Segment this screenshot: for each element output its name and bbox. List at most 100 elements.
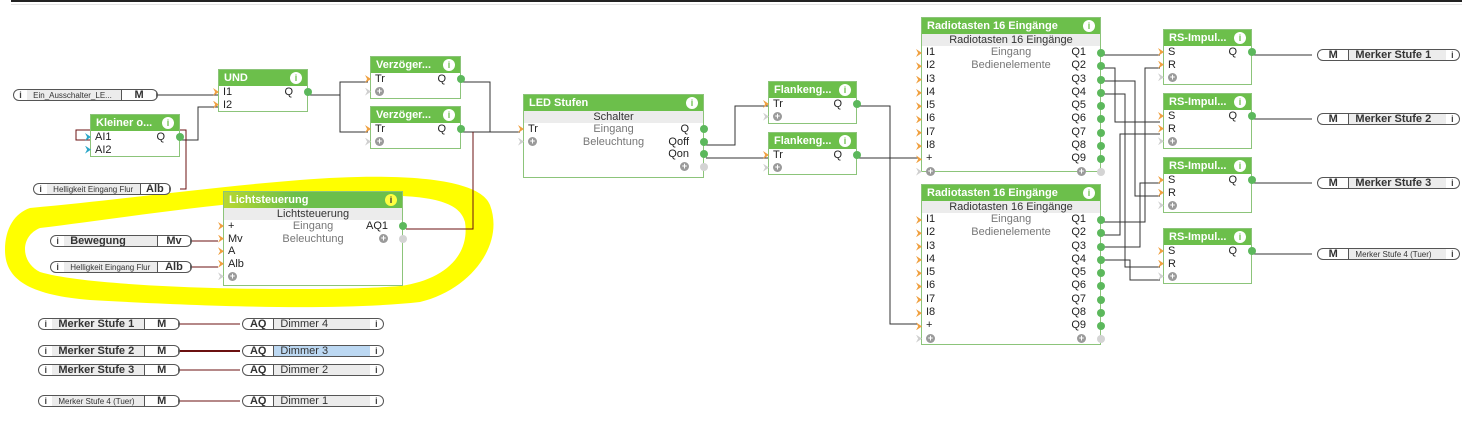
info-icon[interactable]: i bbox=[1451, 249, 1454, 259]
output-pin[interactable] bbox=[1248, 48, 1256, 56]
block-title[interactable]: RS-Impul...i bbox=[1164, 229, 1251, 245]
info-icon[interactable]: i bbox=[39, 184, 42, 194]
output-pin[interactable] bbox=[1097, 102, 1105, 111]
output-pin[interactable] bbox=[1097, 128, 1105, 137]
add-port-icon[interactable]: + bbox=[1077, 166, 1086, 177]
info-icon[interactable]: i bbox=[1234, 32, 1246, 44]
output-pin[interactable] bbox=[1248, 176, 1256, 184]
input-pin[interactable] bbox=[916, 102, 922, 111]
input-ein-ausschalter[interactable]: i Ein_Ausschalter_LE... M bbox=[13, 89, 158, 101]
block-title[interactable]: RS-Impul...i bbox=[1164, 30, 1251, 46]
info-icon[interactable]: i bbox=[1234, 96, 1246, 108]
input-pin[interactable] bbox=[916, 216, 922, 224]
input-pin[interactable] bbox=[916, 295, 922, 304]
input-pin[interactable] bbox=[916, 142, 922, 151]
output-pin[interactable] bbox=[457, 75, 465, 83]
output-dimmer-2[interactable]: AQ Dimmer 2 i bbox=[242, 364, 384, 376]
input-bewegung[interactable]: i Bewegung Mv bbox=[50, 235, 192, 247]
block-title[interactable]: RS-Impul...i bbox=[1164, 158, 1251, 174]
output-pin[interactable] bbox=[176, 133, 184, 141]
info-icon[interactable]: i bbox=[1234, 160, 1246, 172]
info-icon[interactable]: i bbox=[1083, 20, 1095, 32]
input-helligkeit-2[interactable]: i Helligkeit Eingang Flur Alb bbox=[50, 261, 192, 273]
input-pin[interactable] bbox=[1158, 176, 1164, 184]
block-title[interactable]: Kleiner o...i bbox=[91, 115, 179, 131]
input-merker-stufe-1[interactable]: i Merker Stufe 1 M bbox=[38, 318, 180, 330]
add-port-icon[interactable]: + bbox=[680, 161, 689, 172]
add-port-icon[interactable]: + bbox=[379, 233, 388, 244]
input-pin[interactable] bbox=[213, 100, 219, 109]
info-icon[interactable]: i bbox=[44, 396, 47, 406]
input-pin[interactable] bbox=[1158, 247, 1164, 255]
info-icon[interactable]: i bbox=[44, 319, 47, 329]
add-input-pin[interactable] bbox=[518, 137, 524, 146]
info-icon[interactable]: i bbox=[375, 365, 378, 375]
add-port-icon[interactable]: + bbox=[1168, 199, 1177, 210]
add-input-pin[interactable] bbox=[365, 87, 371, 96]
add-port-icon[interactable]: + bbox=[528, 136, 537, 147]
output-pin[interactable] bbox=[1097, 155, 1105, 164]
input-pin[interactable] bbox=[1158, 188, 1164, 197]
output-pin[interactable] bbox=[1097, 295, 1105, 304]
output-pin[interactable] bbox=[1097, 229, 1105, 238]
output-dimmer-1[interactable]: AQ Dimmer 1 i bbox=[242, 395, 384, 407]
info-icon[interactable]: i bbox=[839, 84, 851, 96]
output-pin[interactable] bbox=[700, 137, 708, 146]
output-pin[interactable] bbox=[1097, 322, 1105, 331]
output-pin[interactable] bbox=[457, 125, 465, 133]
info-icon[interactable]: i bbox=[375, 319, 378, 329]
input-pin[interactable] bbox=[916, 62, 922, 71]
input-pin[interactable] bbox=[916, 115, 922, 124]
add-input-pin[interactable] bbox=[218, 272, 224, 281]
add-port-icon[interactable]: + bbox=[375, 136, 384, 147]
add-input-pin[interactable] bbox=[1158, 272, 1164, 281]
input-pin[interactable] bbox=[518, 125, 524, 133]
analog-input-pin[interactable] bbox=[85, 133, 91, 141]
input-pin[interactable] bbox=[916, 255, 922, 264]
input-pin[interactable] bbox=[1158, 112, 1164, 120]
add-port-icon[interactable]: + bbox=[926, 166, 935, 177]
output-pin[interactable] bbox=[1097, 88, 1105, 97]
add-port-icon[interactable]: + bbox=[773, 111, 782, 122]
add-output-pin[interactable] bbox=[1097, 167, 1105, 176]
add-output-pin[interactable] bbox=[1097, 334, 1105, 343]
add-output-pin[interactable] bbox=[399, 234, 407, 243]
output-pin[interactable] bbox=[1097, 142, 1105, 151]
info-icon[interactable]: i bbox=[290, 72, 302, 84]
input-merker-stufe-3[interactable]: i Merker Stufe 3 M bbox=[38, 364, 180, 376]
input-pin[interactable] bbox=[916, 128, 922, 137]
add-input-pin[interactable] bbox=[365, 137, 371, 146]
info-icon[interactable]: i bbox=[1083, 187, 1095, 199]
info-icon[interactable]: i bbox=[443, 59, 455, 71]
output-pin[interactable] bbox=[1097, 49, 1105, 57]
block-title[interactable]: Flankeng...i bbox=[769, 82, 856, 98]
add-port-icon[interactable]: + bbox=[926, 333, 935, 344]
input-pin[interactable] bbox=[916, 282, 922, 291]
add-port-icon[interactable]: + bbox=[375, 86, 384, 97]
info-icon[interactable]: i bbox=[1451, 178, 1454, 188]
input-pin[interactable] bbox=[916, 49, 922, 57]
info-icon[interactable]: i bbox=[375, 396, 378, 406]
input-helligkeit-1[interactable]: i Helligkeit Eingang Flur Alb bbox=[33, 183, 171, 195]
input-pin[interactable] bbox=[1158, 259, 1164, 268]
output-pin[interactable] bbox=[853, 151, 861, 159]
output-pin[interactable] bbox=[1097, 115, 1105, 124]
output-pin[interactable] bbox=[1097, 309, 1105, 318]
add-output-pin[interactable] bbox=[700, 162, 708, 171]
info-icon[interactable]: i bbox=[839, 135, 851, 147]
output-dimmer-4[interactable]: AQ Dimmer 4 i bbox=[242, 318, 384, 330]
input-pin[interactable] bbox=[916, 75, 922, 84]
input-pin[interactable] bbox=[218, 234, 224, 243]
info-icon[interactable]: i bbox=[1451, 50, 1454, 60]
